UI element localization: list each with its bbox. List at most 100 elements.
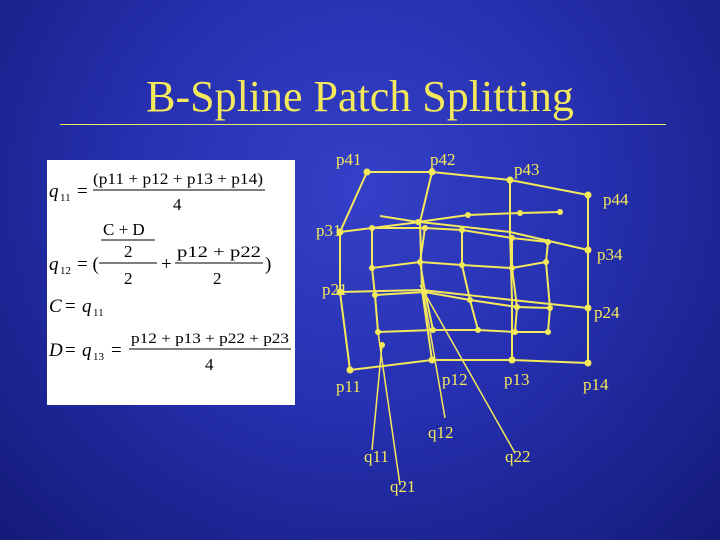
dot-r31	[372, 292, 378, 298]
formula-q12-frac1-num: C + D	[103, 220, 145, 239]
dot-p12	[428, 356, 436, 364]
label-q11: q11	[364, 447, 389, 466]
dot-r41	[375, 329, 381, 335]
label-p12: p12	[442, 370, 468, 389]
label-p43: p43	[514, 160, 540, 179]
label-p34: p34	[597, 245, 623, 264]
formula-panel: q 11 = (p11 + p12 + p13 + p14) 4 C + D 2…	[47, 160, 295, 405]
label-p42: p42	[430, 150, 456, 169]
label-p41: p41	[336, 150, 362, 169]
formula-q11-numerator: (p11 + p12 + p13 + p14)	[93, 171, 263, 188]
refined-col-3	[461, 230, 479, 331]
dot-r14	[509, 235, 515, 241]
label-p13: p13	[504, 370, 530, 389]
dot-p41	[363, 168, 371, 176]
leader-q12	[422, 289, 446, 419]
formula-q12-frac2-den: 2	[213, 269, 222, 288]
label-p44: p44	[603, 190, 629, 209]
control-row-3	[339, 220, 589, 251]
formula-q11-denominator: 4	[173, 195, 182, 214]
label-p14: p14	[583, 375, 609, 394]
dot-p13	[508, 356, 516, 364]
label-q22: q22	[505, 447, 531, 466]
dot-q11-source	[379, 342, 385, 348]
dot-rt3	[465, 212, 471, 218]
dot-p24	[584, 304, 592, 312]
formula-q11-equals: =	[77, 181, 88, 202]
control-point-dots	[336, 168, 592, 374]
formula-d-equals: =	[65, 340, 76, 361]
dot-r35	[547, 305, 553, 311]
refined-grid	[371, 211, 561, 333]
refined-point-dots	[369, 209, 563, 348]
formula-c-rhs-sub: 11	[93, 307, 104, 319]
leader-q11	[371, 344, 383, 451]
dot-r33	[467, 297, 473, 303]
formula-q12-close: )	[265, 254, 271, 275]
formula-q11-lhs-sub: 11	[60, 192, 71, 204]
formula-c-equals: =	[65, 296, 76, 317]
formula-q11: q 11 = (p11 + p12 + p13 + p14) 4	[49, 171, 265, 214]
control-row-1	[349, 359, 589, 371]
formula-q12-frac1-den: 2	[124, 242, 133, 261]
formula-q12-lhs-sub: 12	[60, 265, 71, 277]
dot-p42	[428, 168, 436, 176]
formula-q12-frac2-num: p12 + p22	[177, 244, 261, 261]
dot-r11	[369, 225, 375, 231]
formula-d-lhs: D	[48, 340, 63, 361]
formula-d: D = q 13 = p12 + p13 + p22 + p23 4	[48, 331, 291, 374]
dot-p11	[346, 366, 354, 374]
refined-col-1	[371, 228, 379, 333]
dot-r44	[512, 329, 518, 335]
refined-col-5	[544, 241, 552, 333]
dot-p31	[336, 228, 344, 236]
dot-r13	[459, 227, 465, 233]
point-labels: p41 p42 p43 p44 p31 p34 p21 p24 p11 p12 …	[316, 150, 629, 496]
label-p21: p21	[322, 280, 348, 299]
label-q12: q12	[428, 423, 454, 442]
dot-r12	[422, 225, 428, 231]
dot-r43	[475, 327, 481, 333]
formula-svg: q 11 = (p11 + p12 + p13 + p14) 4 C + D 2…	[48, 171, 291, 374]
dot-p14	[584, 359, 592, 367]
formula-d-equals-2: =	[111, 340, 122, 361]
formula-q11-lhs: q	[49, 181, 59, 202]
dot-r32	[422, 289, 428, 295]
formula-d-denominator: 4	[205, 355, 214, 374]
dot-p44	[584, 191, 592, 199]
formula-d-rhs: q	[82, 340, 92, 361]
formula-d-rhs-sub: 13	[93, 351, 105, 363]
slide-title: B-Spline Patch Splitting	[146, 72, 574, 121]
control-col-1	[339, 171, 368, 371]
formula-q12-lhs: q	[49, 254, 59, 275]
dot-r34	[514, 304, 520, 310]
dot-r22	[417, 259, 423, 265]
formula-q12-outer-den: 2	[124, 269, 133, 288]
formula-q12-equals: = (	[77, 254, 99, 275]
formula-c: C = q 11	[49, 296, 104, 319]
formula-q12-plus: +	[161, 254, 172, 275]
formula-c-lhs: C	[49, 296, 62, 317]
label-p24: p24	[594, 303, 620, 322]
dot-rt2	[415, 219, 421, 225]
dot-r25	[543, 259, 549, 265]
dot-r21	[369, 265, 375, 271]
dot-r42	[430, 327, 436, 333]
refined-row-4	[377, 329, 548, 333]
label-p11: p11	[336, 377, 361, 396]
dot-p43	[506, 176, 514, 184]
refined-col-2	[418, 227, 434, 331]
dot-rt5	[557, 209, 563, 215]
leader-q21	[377, 331, 401, 486]
formula-d-numerator: p12 + p13 + p22 + p23	[131, 331, 289, 347]
leader-q22	[419, 284, 516, 454]
dot-r45	[545, 329, 551, 335]
dot-r15	[545, 239, 551, 245]
dot-p21	[336, 288, 344, 296]
refined-col-4	[511, 238, 519, 333]
dot-r24	[509, 265, 515, 271]
formula-q12: C + D 2 q 12 = ( 2 + p12 + p22 2 )	[49, 220, 271, 288]
dot-r23	[459, 262, 465, 268]
